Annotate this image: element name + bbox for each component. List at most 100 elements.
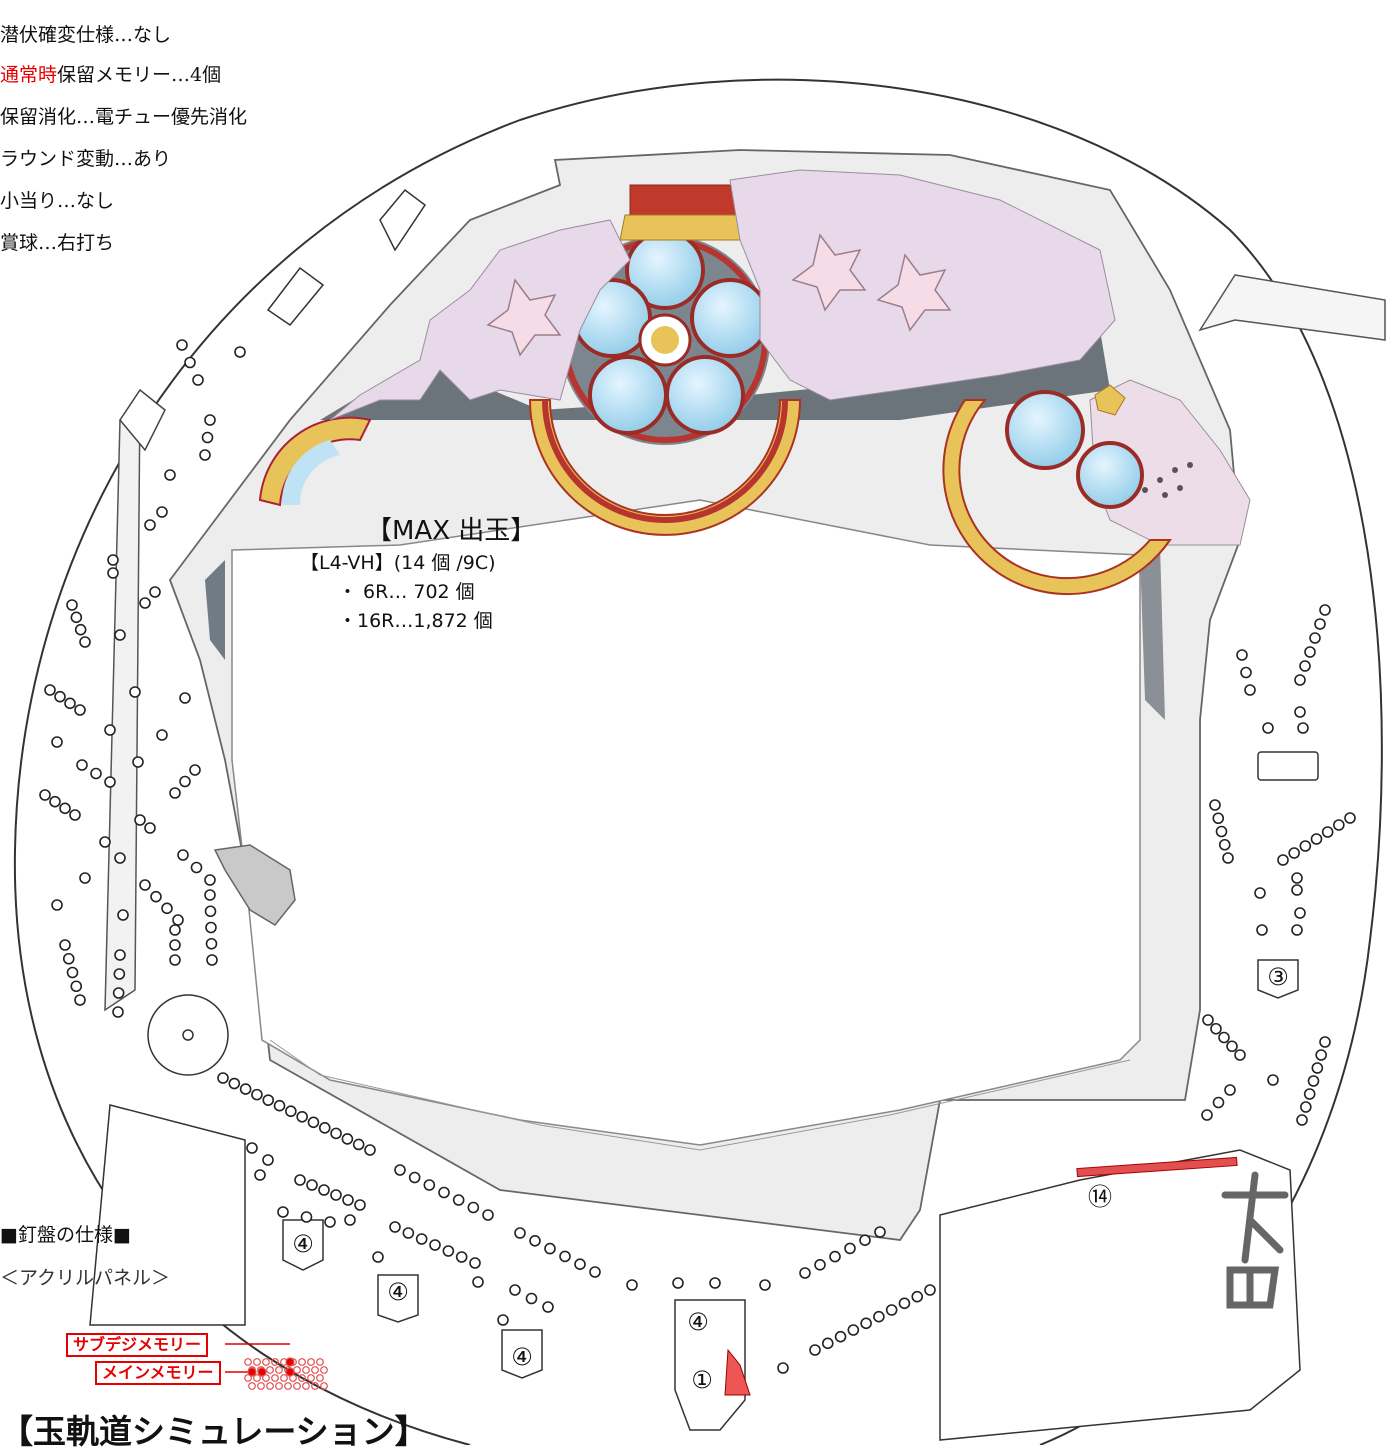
nail — [885, 1304, 898, 1316]
nail — [1315, 1049, 1327, 1061]
memory-lamp-dot — [316, 1374, 324, 1382]
memory-lamp-dot — [266, 1382, 274, 1390]
nail — [144, 822, 156, 834]
left-slit — [205, 560, 225, 660]
panel-spec-subtitle: ＜アクリルパネル＞ — [0, 1267, 171, 1289]
max-output-line-1: 【L4-VH】(14 個 /9C) — [300, 552, 496, 574]
nail — [1297, 722, 1309, 734]
right-slit — [1140, 545, 1165, 720]
nail — [169, 924, 181, 936]
nail — [74, 704, 86, 716]
sub-digit-memory-label: サブデジメモリー — [66, 1333, 209, 1357]
nail — [51, 736, 63, 748]
nail — [408, 1171, 421, 1184]
nail — [354, 1199, 366, 1211]
nail — [1210, 1022, 1222, 1035]
nail — [626, 1279, 638, 1291]
nail — [59, 939, 71, 951]
pocket-label-14: ⑭ — [1088, 1183, 1112, 1211]
nail — [169, 954, 181, 966]
nail — [204, 874, 216, 886]
nail — [467, 1201, 480, 1214]
nail — [59, 802, 71, 815]
nail — [64, 697, 76, 710]
nail — [898, 1297, 911, 1310]
nail — [429, 1239, 441, 1251]
nail — [296, 1110, 308, 1123]
nail — [307, 1116, 320, 1129]
nail — [1344, 812, 1356, 824]
nail — [1224, 1084, 1236, 1096]
nail — [1307, 1075, 1320, 1087]
nail — [239, 1083, 252, 1095]
nail — [709, 1277, 721, 1289]
nail — [199, 449, 211, 461]
nail — [330, 1189, 342, 1201]
spec-line-4: ラウンド変動…あり — [0, 148, 172, 170]
pocket-label-3: ③ — [1267, 963, 1289, 991]
nail — [442, 1245, 455, 1257]
nail — [1240, 666, 1252, 679]
nail — [277, 1206, 289, 1218]
nail — [129, 686, 141, 698]
top-marker-2 — [266, 266, 325, 327]
spec-line-3: 保留消化…電チュー優先消化 — [0, 106, 248, 128]
nail — [394, 1164, 406, 1176]
nail — [189, 764, 201, 776]
memory-lamp-dot — [311, 1366, 319, 1374]
right-slot — [1257, 751, 1319, 781]
nail — [1303, 1088, 1316, 1100]
lcd-window — [231, 499, 1141, 1146]
nail — [1218, 838, 1231, 851]
bottom-left-panel — [89, 1104, 246, 1326]
nail — [318, 1122, 331, 1134]
memory-lamp-lit — [285, 1367, 295, 1377]
nail — [192, 374, 204, 386]
nail — [809, 1344, 821, 1356]
memory-lamp-dot — [262, 1358, 270, 1366]
nail — [1319, 1036, 1331, 1048]
nail — [184, 356, 196, 369]
top-banner-gold — [619, 214, 751, 241]
spec-line-2: 通常時保留メモリー…4個 — [0, 66, 221, 85]
nail — [415, 1233, 428, 1245]
nail — [234, 346, 246, 358]
nail — [254, 1169, 266, 1181]
max-output-line-3: ・16R…1,872 個 — [338, 610, 493, 632]
memory-lamp-dot — [316, 1358, 324, 1366]
nail — [1333, 819, 1345, 831]
nail — [144, 519, 156, 531]
nail — [497, 1314, 509, 1326]
memory-lamp-dot — [293, 1366, 301, 1374]
nail — [134, 814, 146, 826]
left-medallion — [258, 416, 372, 507]
pocket-label-4c: ④ — [511, 1343, 533, 1371]
right-attacker-red — [1076, 1156, 1238, 1178]
nail — [1296, 1114, 1308, 1126]
nail — [1244, 684, 1256, 696]
nail — [1299, 840, 1312, 852]
nail — [104, 776, 116, 788]
nail — [246, 1142, 258, 1154]
nail — [589, 1266, 601, 1278]
nail — [1262, 722, 1274, 734]
nail — [1294, 706, 1306, 718]
nail — [342, 1194, 354, 1206]
nail — [341, 1133, 354, 1145]
nail — [206, 954, 218, 966]
memory-lamp-dot — [307, 1358, 315, 1366]
nail — [1321, 826, 1334, 838]
memory-lamp-lit — [285, 1357, 295, 1367]
nail — [1304, 646, 1316, 658]
nail — [759, 1279, 771, 1291]
pocket-shape-2 — [377, 1274, 419, 1323]
nail — [74, 994, 86, 1006]
memory-lamp-dot — [320, 1382, 328, 1390]
nail — [1218, 1031, 1230, 1044]
nail — [51, 899, 63, 911]
right-rail — [1198, 274, 1386, 341]
nail — [1256, 924, 1268, 936]
memory-lamp-lit — [247, 1367, 257, 1377]
nail — [74, 623, 87, 636]
nail — [117, 909, 129, 921]
